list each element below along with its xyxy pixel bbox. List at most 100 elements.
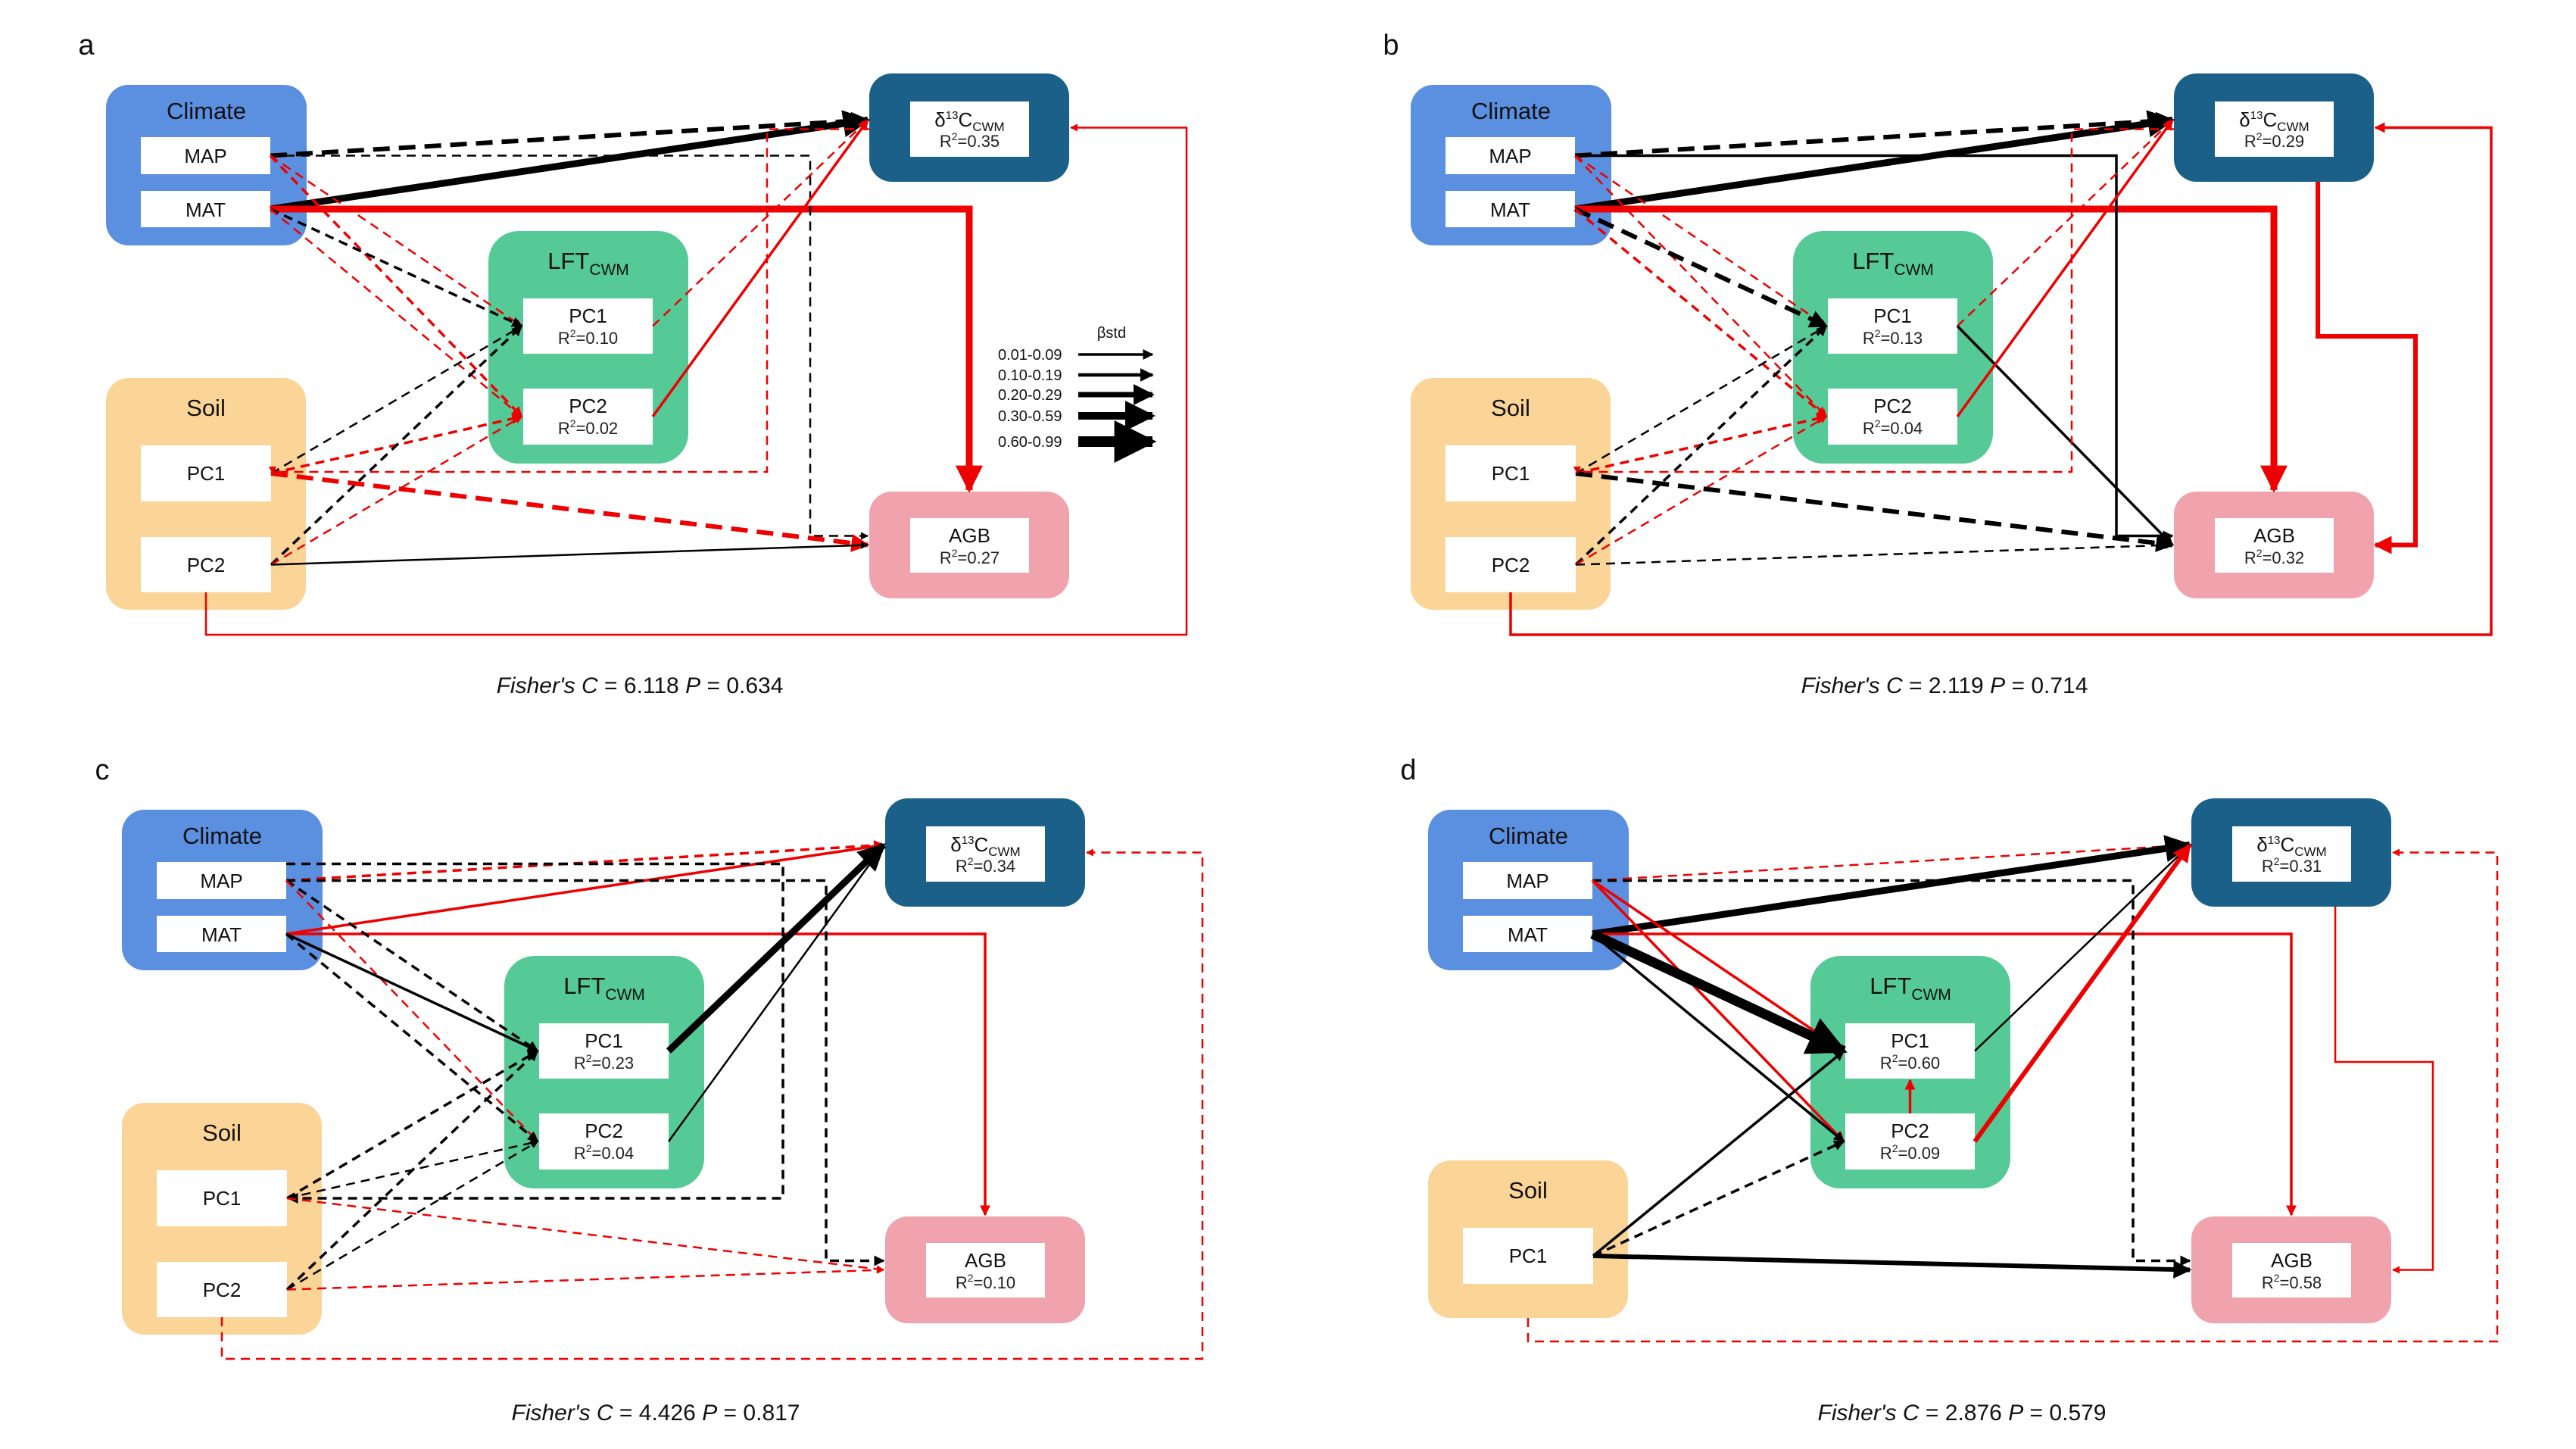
soil-pc2-label: PC2	[187, 554, 226, 576]
r2-sup: 2	[968, 1272, 974, 1284]
path-lft-pc1-to-d13c	[1957, 119, 2173, 327]
path-mat-to-lft-pc1	[1590, 929, 1848, 1056]
r2-prefix: R	[2244, 132, 2256, 151]
lft-pc2-box	[539, 1113, 669, 1170]
p-value: 0.817	[743, 1401, 800, 1426]
d13c-sub: CWM	[972, 120, 1004, 134]
soil-title: Soil	[202, 1120, 242, 1146]
legend-range-label: 0.60-0.99	[998, 434, 1062, 451]
r2-value: =0.09	[1898, 1144, 1941, 1163]
path-lft-pc2-to-d13c	[1973, 843, 2192, 1143]
p-label: P	[2008, 1401, 2023, 1426]
path-soil-pc1-to-agb	[1575, 471, 2175, 552]
fisher-c-label: Fisher's C	[512, 1401, 613, 1426]
d13c-r2: R2=0.34	[956, 855, 1015, 876]
map-label: MAP	[184, 145, 226, 167]
r2-sup: 2	[1875, 417, 1881, 429]
soil-title: Soil	[186, 395, 226, 421]
path-soil-pc2-to-lft-pc1	[270, 325, 523, 566]
p-value: 0.714	[2031, 673, 2088, 698]
lft-pc2-box	[1828, 389, 1957, 445]
lft-pc1-label: PC1	[569, 304, 607, 327]
map-box	[1463, 862, 1592, 899]
d13c-sub: CWM	[2277, 120, 2309, 134]
soil-title: Soil	[1491, 395, 1530, 421]
r2-prefix: R	[1863, 329, 1875, 348]
path-soil-pc2-to-d13c	[204, 123, 1188, 636]
d13c-label: δ13CCWM	[950, 833, 1020, 859]
r2-value: =0.31	[2280, 857, 2322, 876]
d13c-sub: CWM	[988, 845, 1020, 859]
panel-c: ClimateMAPMATSoilPC1PC2LFTCWMPC1R2=0.23P…	[95, 754, 1204, 1426]
path-soil-pc1-to-d13c	[1527, 848, 2499, 1343]
lft-title-main: LFT	[547, 248, 589, 274]
r2-sup: 2	[1892, 1052, 1898, 1064]
fisher-c-eq: =	[1920, 1401, 1945, 1426]
path-map-to-lft-pc2	[269, 155, 523, 418]
path-map-to-d13c	[1592, 842, 2191, 882]
agb-label: AGB	[965, 1249, 1006, 1272]
path-mat-to-lft-pc1	[270, 208, 523, 328]
panel-letter: a	[78, 30, 95, 61]
fisher-c-value: 6.118	[624, 673, 679, 698]
agb-label: AGB	[949, 524, 990, 547]
r2-prefix: R	[574, 1054, 586, 1073]
lft-pc2-r2: R2=0.02	[558, 417, 618, 438]
p-eq: =	[2005, 673, 2031, 698]
r2-sup: 2	[1892, 1142, 1898, 1154]
p-label: P	[702, 1401, 717, 1426]
fisher-c-eq: =	[613, 1401, 639, 1426]
r2-sup: 2	[586, 1052, 592, 1064]
p-label: P	[685, 673, 700, 698]
r2-prefix: R	[940, 132, 952, 151]
d13c-main: C	[974, 833, 988, 856]
agb-r2: R2=0.32	[2244, 547, 2304, 567]
path-soil-pc2-to-lft-pc2	[1575, 415, 1827, 566]
r2-value: =0.34	[974, 857, 1016, 876]
path-soil-pc2-to-lft-pc1	[1574, 325, 1828, 566]
lft-title-main: LFT	[563, 973, 605, 999]
r2-sup: 2	[570, 417, 576, 429]
path-mat-to-agb	[286, 932, 990, 1216]
soil-pc1-label: PC1	[1509, 1244, 1548, 1267]
map-label: MAP	[1506, 870, 1548, 892]
path-soil-pc1-to-lft-pc1	[1592, 1050, 1845, 1257]
lft-pc1-r2: R2=0.60	[1880, 1052, 1940, 1073]
mat-box	[1463, 916, 1592, 952]
path-d13c-to-agb	[2316, 182, 2418, 554]
path-map-to-agb	[1592, 879, 2191, 1266]
agb-inner-box	[910, 518, 1029, 573]
lft-pc2-label: PC2	[585, 1120, 623, 1142]
lft-title-sub: CWM	[589, 261, 628, 279]
lft-title-sub: CWM	[605, 986, 644, 1004]
d13c-inner-box	[2215, 101, 2334, 157]
r2-sup: 2	[2274, 855, 2280, 867]
caption-gap	[679, 673, 685, 698]
lft-pc2-box	[523, 389, 653, 445]
d13c-inner-box	[910, 101, 1029, 157]
path-map-to-lft-pc2	[1591, 879, 1845, 1143]
path-mat-to-d13c	[270, 110, 871, 213]
lft-pc1-label: PC1	[1891, 1029, 1929, 1052]
fisher-c-value: 2.119	[1929, 673, 1984, 698]
fisher-c-label: Fisher's C	[497, 673, 598, 698]
r2-prefix: R	[940, 548, 952, 567]
p-value: 0.634	[726, 673, 783, 698]
r2-prefix: R	[2262, 1273, 2274, 1292]
r2-prefix: R	[558, 419, 570, 438]
r2-value: =0.23	[592, 1054, 635, 1073]
soil-pc1-box	[141, 445, 271, 501]
lft-title: LFTCWM	[563, 973, 645, 1004]
mat-box	[1445, 191, 1575, 227]
fit-caption: Fisher's C = 2.876 P = 0.579	[1818, 1401, 2107, 1426]
agb-r2: R2=0.10	[956, 1272, 1015, 1292]
d13c-sup: 13	[946, 109, 959, 122]
agb-r2: R2=0.58	[2262, 1272, 2322, 1292]
r2-prefix: R	[956, 1273, 968, 1292]
path-lft-pc1-to-d13c	[652, 119, 869, 327]
r2-value: =0.02	[576, 419, 619, 438]
path-arrows	[204, 110, 1188, 636]
path-mat-to-d13c	[1592, 835, 2193, 938]
path-arrows	[220, 840, 1204, 1360]
path-mat-to-d13c	[285, 841, 885, 935]
